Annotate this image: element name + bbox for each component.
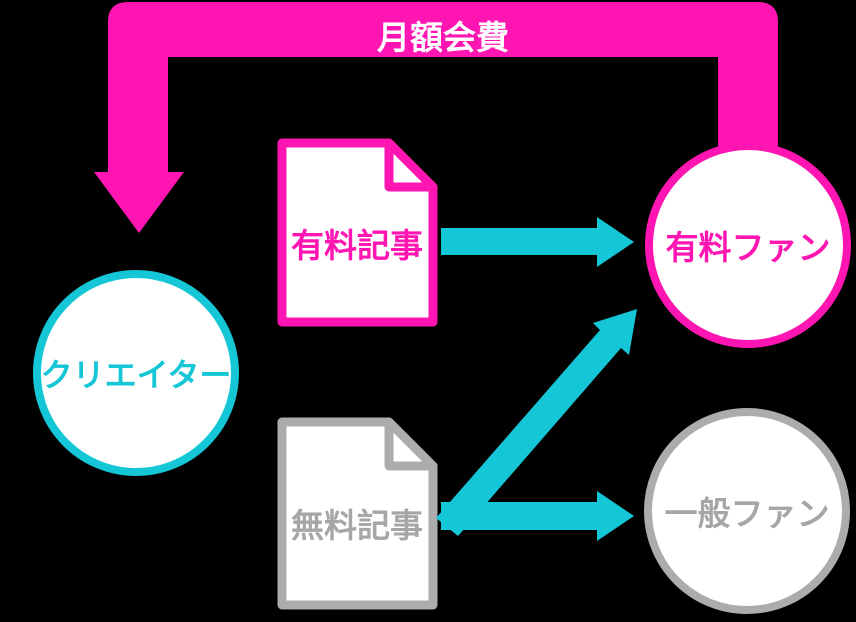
paid-article-fold-corner-icon bbox=[384, 138, 438, 192]
free-article-label: 無料記事 bbox=[291, 507, 423, 544]
free-article-fold-corner-icon bbox=[384, 417, 438, 471]
free-article-to-general-fan-arrow bbox=[441, 491, 634, 541]
creator-node: クリエイター bbox=[33, 270, 239, 476]
general-fan-node: 一般ファン bbox=[644, 408, 850, 614]
free-article-doc-icon bbox=[277, 417, 438, 610]
paid-article-to-paid-fan-arrow bbox=[441, 217, 634, 267]
monthly-fee-label: 月額会費 bbox=[377, 19, 509, 56]
paid-fan-node: 有料ファン bbox=[645, 142, 851, 348]
free-article-to-paid-fan-arrow bbox=[436, 309, 637, 536]
monthly-fee-arrow bbox=[94, 2, 778, 233]
general-fan-label: 一般ファン bbox=[664, 495, 830, 532]
creator-label: クリエイター bbox=[40, 357, 232, 393]
paid-fan-label: 有料ファン bbox=[665, 229, 831, 266]
paid-article-label: 有料記事 bbox=[291, 227, 423, 264]
paid-article-doc-icon bbox=[277, 138, 438, 327]
